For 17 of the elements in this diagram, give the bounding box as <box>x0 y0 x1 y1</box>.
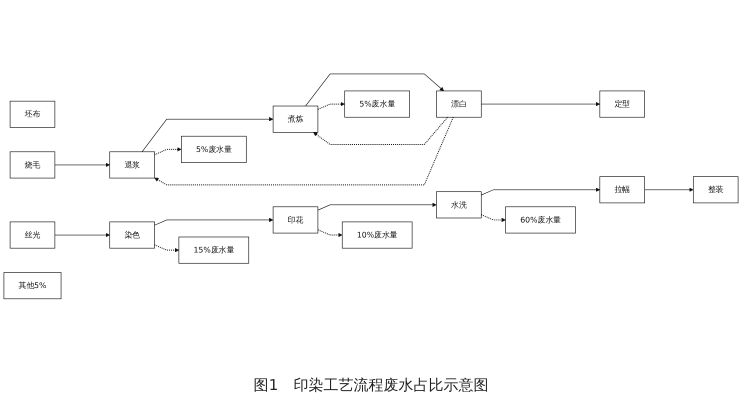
arrow <box>318 202 437 210</box>
figure-caption: 图1 印染工艺流程废水占比示意图 <box>254 375 488 396</box>
arrow <box>644 187 694 192</box>
arrow <box>317 228 342 237</box>
arrow <box>154 146 182 155</box>
arrow <box>313 116 448 145</box>
arrow <box>480 214 506 222</box>
arrow <box>154 116 454 186</box>
arrow <box>305 73 444 106</box>
arrow <box>54 232 110 237</box>
arrow <box>317 102 345 110</box>
arrow <box>154 217 274 226</box>
arrow <box>480 187 600 196</box>
arrow <box>142 116 274 152</box>
arrow <box>480 102 600 106</box>
arrow <box>54 162 110 167</box>
arrow <box>154 244 180 252</box>
